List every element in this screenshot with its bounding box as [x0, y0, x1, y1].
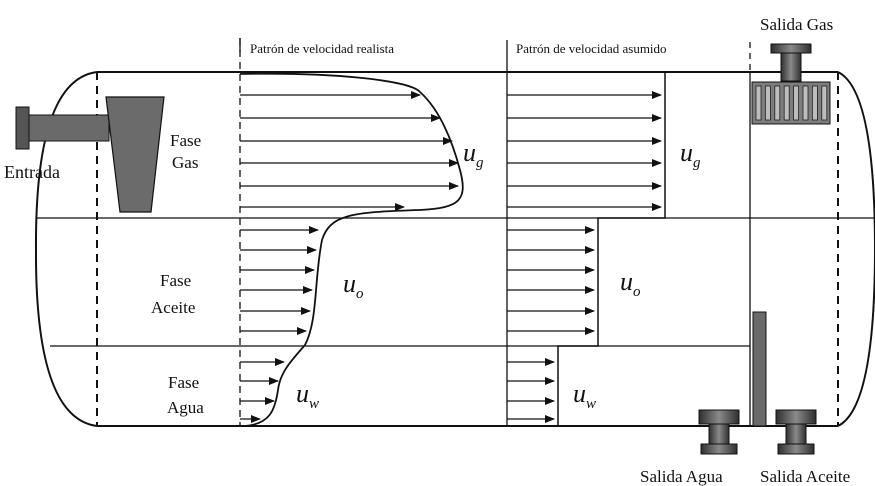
interfaces	[36, 217, 875, 347]
mist-vane	[812, 85, 818, 121]
uo-assumed-symbol: uo	[620, 267, 641, 300]
realistic-velocity-profile-curve	[239, 72, 464, 427]
water-outlet	[698, 409, 740, 455]
oil-weir-plate	[752, 311, 767, 427]
mist-vane	[783, 85, 790, 121]
vessel	[34, 71, 875, 427]
uw-assumed-symbol: uw	[573, 379, 596, 412]
assumed-velocity-arrows	[507, 91, 662, 423]
velocity-symbols: ug uo uw ug uo uw	[296, 138, 701, 412]
vessel-left-head	[34, 71, 98, 427]
gas-phase-label-line1: Fase	[170, 131, 201, 150]
section-dividers	[239, 38, 751, 426]
water-phase-label-line2: Agua	[167, 398, 204, 417]
water-outlet-lower-flange	[700, 443, 738, 455]
oil-outlet-upper-flange	[775, 409, 817, 425]
inlet-diverter	[105, 96, 165, 213]
realistic-pattern-header: Patrón de velocidad realista	[250, 41, 394, 56]
mist-vane	[793, 85, 799, 121]
gas-outlet-label: Salida Gas	[760, 15, 833, 34]
mist-vane	[755, 85, 762, 121]
mist-vane	[765, 85, 771, 121]
ug-realistic-symbol: ug	[463, 138, 484, 171]
water-outlet-label: Salida Agua	[640, 467, 723, 486]
mist-vane	[774, 85, 781, 121]
oil-phase-label-line2: Aceite	[151, 298, 195, 317]
oil-outlet-label: Salida Aceite	[760, 467, 850, 486]
oil-outlet-lower-flange	[777, 443, 815, 455]
water-outlet-pipe	[708, 423, 730, 445]
oil-outlet	[775, 409, 817, 455]
gas-phase-label-line2: Gas	[172, 153, 198, 172]
oil-outlet-pipe	[785, 423, 807, 445]
oil-phase-label-line1: Fase	[160, 271, 191, 290]
gas-outlet-pipe	[780, 52, 802, 82]
assumed-pattern-header: Patrón de velocidad asumido	[516, 41, 667, 56]
phase-labels: Fase Gas Fase Aceite Fase Agua	[151, 131, 204, 417]
mist-extractor	[751, 81, 831, 125]
inlet-flange	[15, 106, 30, 150]
mist-vane	[802, 85, 809, 121]
mist-vane	[821, 85, 828, 121]
inlet-pipe	[28, 114, 110, 142]
gas-outlet-flange	[770, 43, 812, 54]
gas-outlet	[770, 43, 812, 82]
water-outlet-upper-flange	[698, 409, 740, 425]
assumed-velocity-profile-step	[557, 72, 666, 426]
tangent-lines	[96, 72, 839, 426]
inlet-label: Entrada	[4, 162, 60, 182]
water-phase-label-line1: Fase	[168, 373, 199, 392]
uw-realistic-symbol: uw	[296, 379, 319, 412]
realistic-velocity-arrows	[240, 91, 459, 423]
inlet-nozzle	[15, 106, 110, 150]
mist-extractor-vanes	[755, 85, 828, 121]
mist-extractor-pad	[751, 81, 831, 125]
uo-realistic-symbol: uo	[343, 269, 364, 302]
ug-assumed-symbol: ug	[680, 138, 701, 171]
vessel-right-head	[837, 71, 875, 427]
